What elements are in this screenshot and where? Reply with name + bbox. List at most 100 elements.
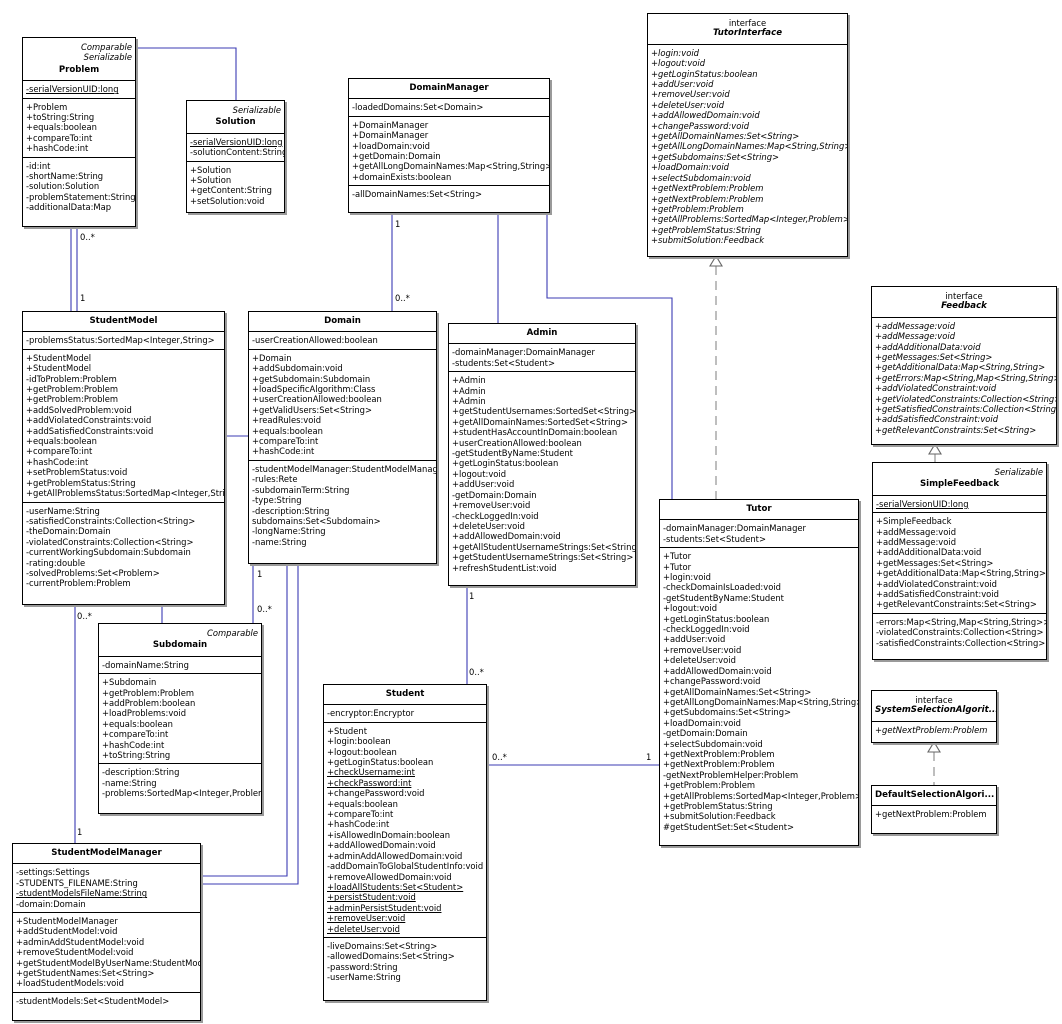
- class-member: -problemStatement:String: [26, 191, 136, 202]
- class-member: +getProblem:Problem: [26, 384, 119, 395]
- class-student[interactable]: Student-encryptor:Encryptor+Student+logi…: [323, 684, 487, 1001]
- class-name: StudentModel: [89, 316, 158, 326]
- class-member: -students:Set<Student>: [663, 533, 766, 544]
- stereotype-label: Serializable: [232, 105, 281, 115]
- class-member: +getAllProblems:SortedMap<Integer,Proble…: [651, 214, 848, 225]
- class-member: +removeUser:void: [651, 89, 730, 100]
- class-member: +addSatisfiedConstraint:void: [875, 414, 999, 425]
- stereotype-label: Serializable: [83, 52, 132, 63]
- class-section: +StudentModelManager+addStudentModel:voi…: [13, 913, 200, 993]
- class-member: +addUser:void: [651, 79, 714, 90]
- multiplicity-label: 0..*: [77, 611, 92, 621]
- class-student-model-manager[interactable]: StudentModelManager-settings:Settings-ST…: [12, 843, 201, 1021]
- class-member: +getNextProblem:Problem: [875, 809, 987, 820]
- class-section: +getNextProblem:Problem: [872, 722, 996, 738]
- class-member: +getProblem:Problem: [651, 203, 744, 214]
- class-section: -serialVersionUID:long: [23, 81, 135, 99]
- class-member: -getNextProblemHelper:Problem: [663, 769, 799, 780]
- class-member: +deleteUser:void: [651, 99, 725, 110]
- class-member: +equals:boolean: [26, 122, 97, 133]
- class-member: +getAllDomainNames:SortedSet<String>: [452, 416, 628, 427]
- class-member: -domain:Domain: [16, 898, 86, 909]
- class-member: +deleteUser:void: [327, 923, 400, 934]
- class-member: +addStudentModel:void: [16, 926, 118, 937]
- class-member: +toString:String: [102, 750, 171, 761]
- class-domain[interactable]: Domain-userCreationAllowed:boolean+Domai…: [248, 311, 437, 564]
- class-member: +removeUser:void: [663, 644, 742, 655]
- class-member: +addSatisfiedConstraints:void: [26, 425, 154, 436]
- class-member: +getSubdomains:Set<String>: [651, 151, 780, 162]
- class-member: +getLoginStatus:boolean: [651, 68, 758, 79]
- class-member: -loadedDomains:Set<Domain>: [352, 102, 484, 113]
- multiplicity-label: 0..*: [469, 667, 484, 677]
- class-member: +addSatisfiedConstraint:void: [876, 589, 999, 600]
- class-member: +getProblemStatus:String: [663, 800, 773, 811]
- class-member: +persistStudent:void: [327, 892, 416, 903]
- class-member: +getStudentModelByUserName:StudentModel: [16, 957, 201, 968]
- class-member: +addAllowedDomain:void: [452, 531, 561, 542]
- class-tutor[interactable]: Tutor -domainManager:DomainManager-studen…: [659, 499, 859, 846]
- class-member: -currentProblem:Problem: [26, 578, 131, 589]
- class-member: +getRelevantConstraints:Set<String>: [875, 424, 1037, 435]
- class-member: +getNextProblem:Problem: [875, 724, 988, 735]
- class-name: Problem: [58, 64, 100, 75]
- class-member: +isAllowedInDomain:boolean: [327, 829, 451, 840]
- class-member: +checkUsername:int: [327, 767, 415, 778]
- class-section: +DomainManager+DomainManager+loadDomain:…: [349, 117, 549, 187]
- class-header: DefaultSelectionAlgori...: [872, 786, 996, 807]
- class-member: -userCreationAllowed:boolean: [252, 335, 378, 346]
- class-name: Domain: [324, 316, 361, 326]
- class-member: -checkLoggedIn:void: [663, 624, 750, 635]
- class-member: -password:String: [327, 961, 398, 972]
- class-member: -errors:Map<String,Map<String,String>>: [876, 616, 1047, 627]
- class-admin[interactable]: Admin-domainManager:DomainManager-studen…: [448, 323, 636, 586]
- class-member: -solution:Solution: [26, 181, 100, 192]
- class-member: +StudentModelManager: [16, 916, 118, 927]
- class-member: -domainManager:DomainManager: [663, 523, 806, 534]
- class-member: +getAllStudentUsernameStrings:Set<String…: [452, 541, 636, 552]
- class-member: +StudentModel: [26, 363, 92, 374]
- class-section: -domainManager:DomainManager-students:Se…: [449, 344, 635, 373]
- class-member: +submitSolution:Feedback: [663, 811, 776, 822]
- class-domain-manager[interactable]: DomainManager-loadedDomains:Set<Domain>+…: [348, 78, 550, 213]
- class-header: Tutor: [660, 500, 858, 521]
- class-student-model[interactable]: StudentModel-problemsStatus:SortedMap<In…: [22, 311, 225, 605]
- class-member: -longName:String: [252, 526, 326, 537]
- class-section: +Subdomain+getProblem:Problem+addProblem…: [99, 674, 261, 765]
- class-member: -serialVersionUID:long: [876, 498, 969, 509]
- class-member: +changePassword:void: [651, 120, 750, 131]
- class-member: +getProblem:Problem: [663, 780, 756, 791]
- class-member: +equals:boolean: [327, 798, 398, 809]
- class-member: +readRules:void: [252, 415, 322, 426]
- class-section: +SimpleFeedback+addMessage:void+addMessa…: [873, 513, 1046, 614]
- class-member: -idToProblem:Problem: [26, 373, 117, 384]
- stereotype-label: Serializable: [994, 467, 1043, 477]
- class-default-selection-algorithm[interactable]: DefaultSelectionAlgori... +getNextProblem…: [871, 785, 997, 834]
- association-problem-solution: [130, 47, 237, 101]
- class-member: -STUDENTS_FILENAME:String: [16, 877, 138, 888]
- class-member: +getValidUsers:Set<String>: [252, 404, 373, 415]
- class-member: +addUser:void: [663, 634, 726, 645]
- class-member: +toString:String: [26, 112, 95, 123]
- class-member: +getLoginStatus:boolean: [452, 458, 559, 469]
- class-member: +addViolatedConstraint:void: [876, 578, 997, 589]
- class-section: -loadedDomains:Set<Domain>: [349, 99, 549, 117]
- class-section: +Tutor+Tutor+login:void-checkDomainIsLoa…: [660, 548, 858, 835]
- class-member: +login:boolean: [327, 736, 391, 747]
- class-member: +equals:boolean: [102, 718, 173, 729]
- class-member: -solutionContent:String: [190, 147, 285, 158]
- class-name: Subdomain: [152, 640, 208, 651]
- class-member: -id:int: [26, 160, 51, 171]
- class-member: +login:void: [651, 47, 699, 58]
- class-name: Tutor: [746, 504, 772, 514]
